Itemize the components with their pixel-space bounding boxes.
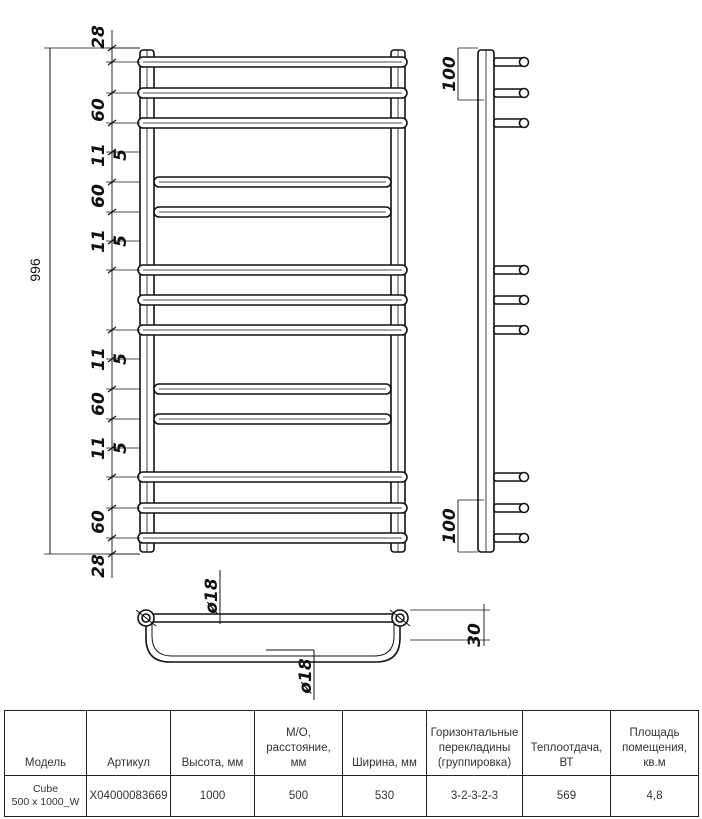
header-height: Высота, мм (170, 710, 255, 776)
top-dim-diameter-lower: ø18 (296, 658, 316, 695)
cell-article: X04000083669 (86, 775, 171, 817)
dimension-label: 11 (89, 436, 109, 460)
header-center-distance: М/О, расстояние, мм (254, 710, 343, 776)
dimension-label: 5 (111, 235, 131, 247)
cell-center-distance: 500 (254, 775, 343, 817)
dimension-label: 11 (89, 143, 109, 167)
top-view (135, 570, 490, 700)
front-view: 996 (27, 30, 408, 578)
dimension-label: 11 (89, 229, 109, 253)
dimension-label: 11 (89, 347, 109, 371)
dimension-label: 60 (89, 184, 109, 208)
dimension-label: 60 (89, 510, 109, 534)
spec-table: Модель Артикул Высота, мм М/О, расстояни… (4, 710, 699, 817)
cell-heat-output: 569 (522, 775, 611, 817)
dimension-label: 60 (89, 184, 109, 208)
dimension-label: 5 (111, 442, 131, 454)
dimension-label: 60 (89, 392, 109, 416)
cell-model: Cube 500 x 1000_W (4, 775, 87, 817)
side-view (457, 47, 530, 553)
cell-bars: 3-2-3-2-3 (426, 775, 523, 817)
header-heat-output: Теплоотдача, ВТ (522, 710, 611, 776)
dimension-label: 28 (89, 554, 109, 578)
model-size: 500 x 1000_W (11, 796, 80, 808)
header-bars: Горизонтальные перекладины (группировка) (426, 710, 523, 776)
top-dim-depth: 30 (465, 623, 485, 647)
header-width: Ширина, мм (342, 710, 427, 776)
model-name: Cube (32, 783, 59, 795)
spec-header-row: Модель Артикул Высота, мм М/О, расстояни… (4, 710, 699, 776)
overall-height-label: 996 (27, 258, 43, 282)
dimension-label: 5 (111, 149, 131, 161)
dimension-label: 5 (111, 353, 131, 365)
header-model: Модель (4, 710, 87, 776)
cell-width: 530 (342, 775, 427, 817)
dimension-label: 60 (89, 98, 109, 122)
header-room-area: Площадь помещения, кв.м (610, 710, 699, 776)
top-dim-diameter-upper: ø18 (202, 578, 222, 615)
table-row: Cube 500 x 1000_W X04000083669 1000 500 … (4, 775, 699, 817)
side-bottom-dim: 100 (440, 508, 460, 544)
cell-room-area: 4,8 (610, 775, 699, 817)
cell-height: 1000 (170, 775, 255, 817)
side-top-dim: 100 (440, 56, 460, 92)
header-article: Артикул (86, 710, 171, 776)
dimension-label: 28 (89, 25, 109, 49)
